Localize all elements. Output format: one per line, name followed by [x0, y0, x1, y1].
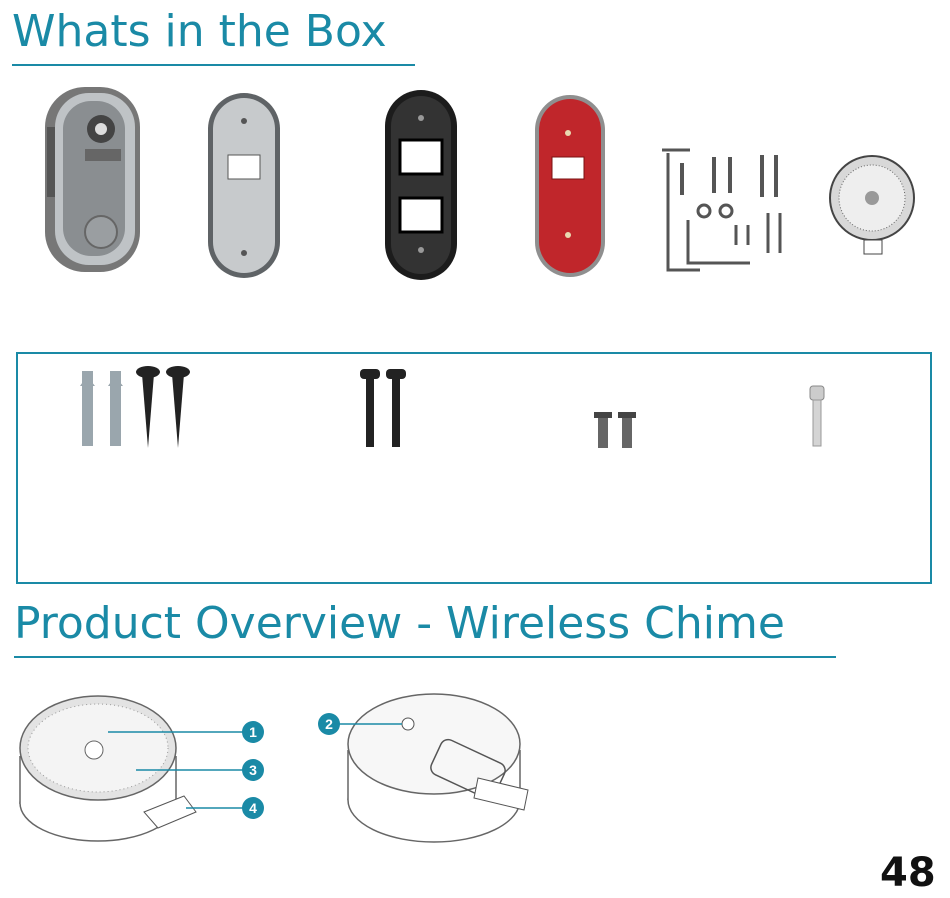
- callout-number: 2: [318, 713, 340, 735]
- callout-number: 3: [242, 759, 264, 781]
- security-screw-icon: [810, 386, 824, 446]
- doorbell-icon: [45, 87, 140, 272]
- title-underline: [12, 64, 415, 66]
- short-screws-icon: [594, 412, 636, 448]
- section-title-overview: Product Overview - Wireless Chime: [14, 598, 785, 649]
- box-items-row: [40, 85, 920, 295]
- hardware-items: [18, 354, 930, 582]
- chime-icon: [830, 156, 914, 254]
- backplate-gray-icon: [208, 93, 280, 278]
- chime-back-illustration: [338, 690, 548, 850]
- backplate-black-icon: [385, 90, 457, 280]
- section-title-box: Whats in the Box: [12, 6, 387, 57]
- machine-screws-icon: [360, 369, 406, 447]
- hardware-kit-icon: [662, 150, 780, 270]
- callout-number: 1: [242, 721, 264, 743]
- hardware-detail-box: [16, 352, 932, 584]
- callout-number: 4: [242, 797, 264, 819]
- anchors-and-screws-icon: [80, 366, 190, 448]
- title-underline: [14, 656, 836, 658]
- page-number: 48: [880, 850, 936, 896]
- backplate-red-icon: [535, 95, 605, 277]
- chime-front-illustration: [16, 688, 246, 848]
